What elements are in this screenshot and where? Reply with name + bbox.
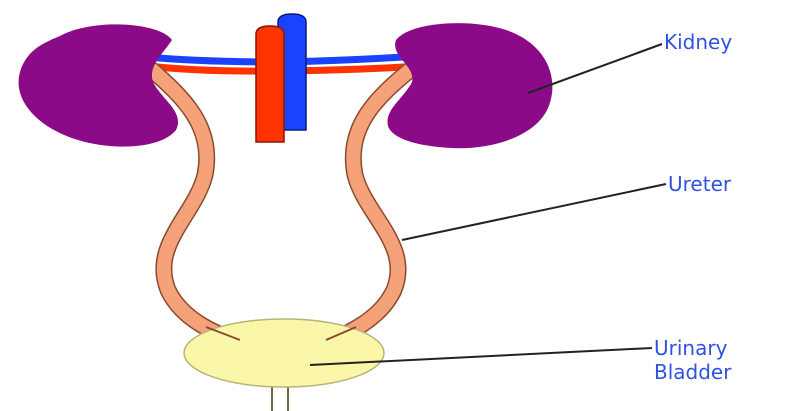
kidney-label: Kidney xyxy=(664,30,732,54)
ureter-leader-line xyxy=(402,184,666,240)
great-vessels xyxy=(256,14,306,142)
aorta xyxy=(256,26,284,142)
ureter-label: Ureter xyxy=(668,172,731,196)
urethra xyxy=(272,384,288,411)
bladder-label-line2: Bladder xyxy=(654,360,731,384)
left-kidney xyxy=(19,24,178,146)
bladder-label: Urinary Bladder xyxy=(654,336,731,384)
bladder-label-line1: Urinary xyxy=(654,336,731,360)
right-kidney xyxy=(387,23,552,148)
